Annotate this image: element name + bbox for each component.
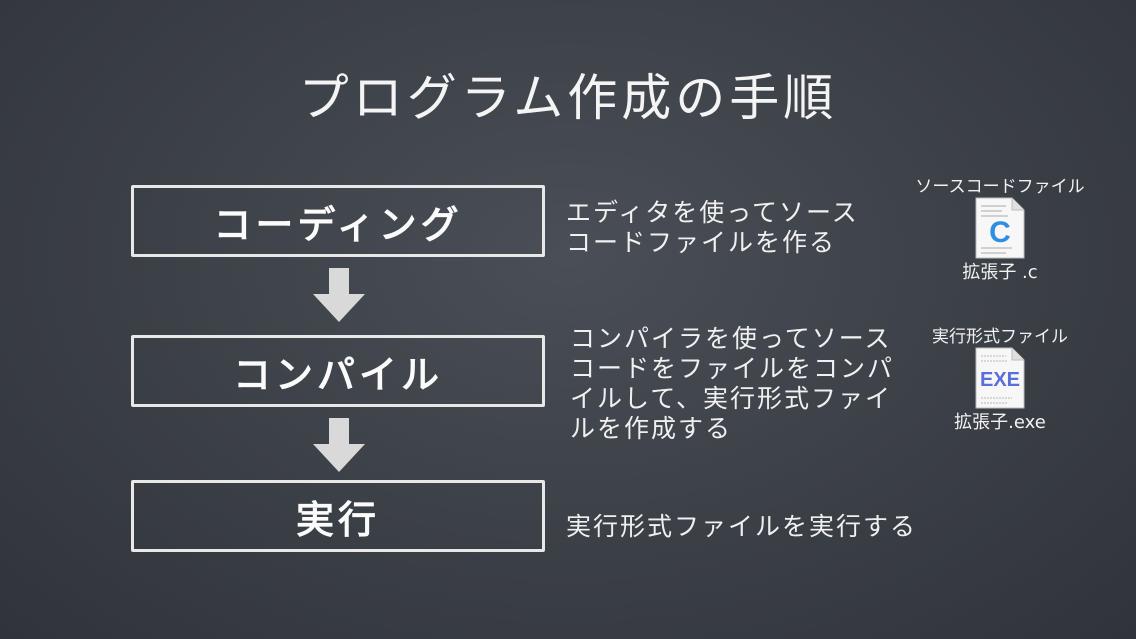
step-description-compile: コンパイラを使ってソース コードをファイルをコンパ イルして、実行形式ファイ ル… bbox=[570, 324, 895, 443]
source-file-label: ソースコードファイル bbox=[915, 177, 1085, 197]
step-box-run: 実行 bbox=[131, 480, 545, 552]
exe-file-icon: EXE bbox=[975, 347, 1025, 409]
step-box-compile: コンパイル bbox=[131, 335, 545, 407]
step-description-run: 実行形式ファイルを実行する bbox=[566, 512, 918, 541]
down-arrow-icon bbox=[313, 268, 365, 322]
step-box-coding: コーディング bbox=[131, 185, 545, 257]
down-arrow-icon bbox=[313, 418, 365, 472]
svg-text:C: C bbox=[989, 216, 1011, 249]
source-file-extension: 拡張子 .c bbox=[962, 262, 1038, 283]
executable-file-extension: 拡張子.exe bbox=[954, 412, 1046, 433]
c-source-file-icon: C bbox=[975, 197, 1025, 259]
step-description-coding: エディタを使ってソース コードファイルを作る bbox=[566, 198, 859, 257]
svg-text:EXE: EXE bbox=[980, 369, 1020, 391]
executable-file-label: 実行形式ファイル bbox=[932, 327, 1068, 347]
slide-title: プログラム作成の手順 bbox=[298, 69, 838, 127]
